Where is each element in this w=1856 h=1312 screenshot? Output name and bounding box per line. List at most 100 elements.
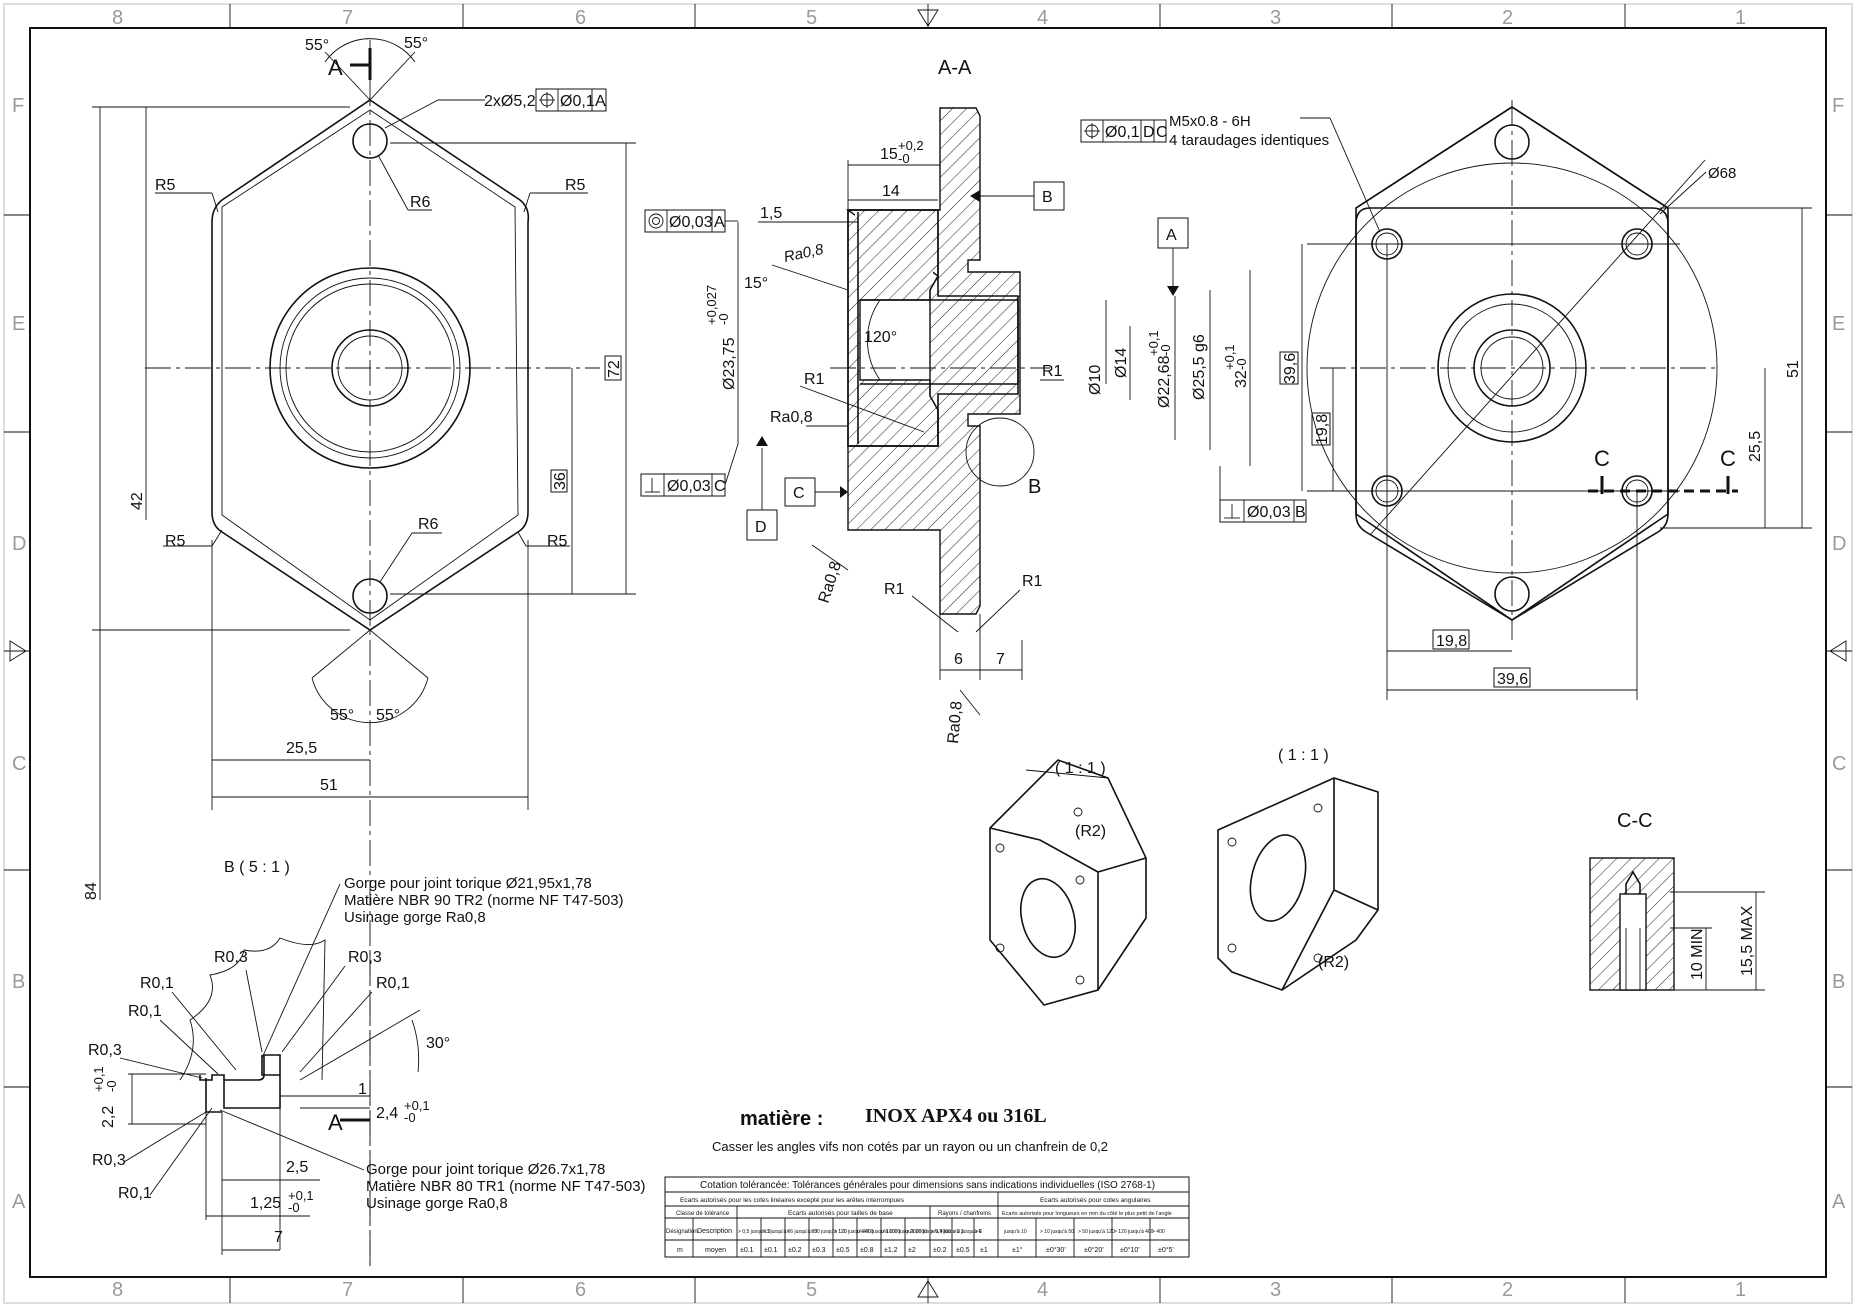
range-headers: > 0,5 jusqu'à 3 > 3 jusqu'à 6 > 6 jusqu'… [738, 1229, 1165, 1235]
cell: ±0.2 [788, 1247, 802, 1254]
col-label: 3 [1270, 1279, 1281, 1301]
material-block: matière : INOX APX4 ou 316L Casser les a… [712, 1105, 1108, 1154]
note-line: Usinage gorge Ra0,8 [366, 1195, 508, 1212]
col-label: 8 [112, 1279, 123, 1301]
dim-39-6: 39,6 [1497, 671, 1528, 688]
tol-up: +0,2 [898, 138, 924, 153]
section-marker-a: A [328, 55, 343, 80]
tolerance-table: Cotation tolérancée: Tolérances générale… [664, 1176, 1190, 1258]
dim-19-8: 19,8 [1314, 414, 1331, 445]
range-header: jusqu'à 10 [1003, 1229, 1027, 1235]
range-header: > 6 jusqu'à 30 [786, 1229, 817, 1235]
perpendicularity-tolerance: Ø0,03 [1247, 504, 1291, 521]
row-label: B [12, 971, 25, 993]
cell: ±1.2 [884, 1247, 898, 1254]
table-subheader: Ecarts autorisés pour cotes angulaires [1040, 1197, 1151, 1204]
radius-r2: (R2) [1318, 954, 1349, 971]
col-label: 3 [1270, 7, 1281, 29]
radius-label: R0,1 [118, 1185, 152, 1202]
range-header: > 400 [1152, 1229, 1165, 1235]
note-line: Usinage gorge Ra0,8 [344, 909, 486, 926]
perpendicularity-tolerance: Ø0,03 [667, 478, 711, 495]
dim-19-8: 19,8 [1436, 633, 1467, 650]
detail-title: B ( 5 : 1 ) [224, 859, 290, 876]
detail-label: B [1028, 476, 1041, 498]
thread-callout: M5x0.8 - 6H [1169, 113, 1251, 130]
section-marker-a: A [328, 1110, 343, 1135]
section-aa: A-A 15 +0,2 -0 14 1,5 Ra0,8 15° 120° R1 … [640, 57, 1307, 744]
material-value: INOX APX4 ou 316L [865, 1105, 1047, 1127]
detail-b-circle [965, 417, 1035, 487]
radius-label: R0,3 [214, 949, 248, 966]
table-row: m moyen ±0.1 ±0.1 ±0.2 ±0.3 ±0.5 ±0.8 ±1… [677, 1246, 1174, 1254]
dim-84: 84 [83, 882, 100, 900]
dim-25-5: 25,5 [1747, 431, 1764, 462]
cell: ±0.3 [812, 1247, 826, 1254]
dim-36: 36 [552, 472, 569, 490]
dim-1: 1 [358, 1081, 367, 1098]
dim-7: 7 [996, 651, 1005, 668]
row-label: A [1832, 1191, 1846, 1213]
dim-1-25: 1,25 [250, 1195, 281, 1212]
col-label: 4 [1037, 7, 1048, 29]
table-header: Ecarts autorisés pour longueurs en mm du… [1002, 1211, 1172, 1217]
material-label: matière : [740, 1108, 823, 1130]
table-header: Classe de tolérance [676, 1211, 730, 1217]
angle-30: 30° [426, 1035, 450, 1052]
datum-ref: D [1143, 124, 1155, 141]
dia-68: Ø68 [1708, 165, 1736, 182]
dim-15-5-max: 15,5 MAX [1739, 905, 1756, 976]
cell: ±0.5 [956, 1247, 970, 1254]
datum-c: C [793, 485, 805, 502]
col-label: 7 [342, 1279, 353, 1301]
dim-6: 6 [954, 651, 963, 668]
dim-2-5: 2,5 [286, 1159, 308, 1176]
col-label: 8 [112, 7, 123, 29]
sheet-frame: 8 7 6 5 4 3 2 1 8 7 6 5 4 3 2 1 F E D C … [3, 3, 1853, 1304]
dim-32: 32 [1233, 370, 1250, 388]
table-header: Ecarts autorisés pour tailles de base [788, 1210, 893, 1217]
cell: ±0°30' [1046, 1246, 1066, 1254]
radius-r2: (R2) [1075, 823, 1106, 840]
tol-dn: -0 [716, 313, 731, 325]
angle-label: 55° [404, 35, 428, 52]
detail-b: B ( 5 : 1 ) A Gorge pour joint torique Ø… [88, 859, 646, 1270]
roughness: Ra0,8 [770, 409, 813, 426]
dim-7: 7 [274, 1229, 283, 1246]
datum-ref: B [1295, 504, 1306, 521]
radius-r1: R1 [884, 581, 905, 598]
radius-label: R0,1 [376, 975, 410, 992]
dim-51: 51 [320, 777, 338, 794]
range-header: > 50 jusqu'à 120 [1078, 1229, 1115, 1235]
table-title: Cotation tolérancée: Tolérances générale… [700, 1180, 1155, 1191]
tol-up: +0,027 [704, 285, 719, 325]
edge-note: Casser les angles vifs non cotés par un … [712, 1139, 1108, 1154]
roughness: Ra0,8 [782, 241, 825, 266]
radius-label: R5 [547, 533, 568, 550]
note-line: Gorge pour joint torique Ø21,95x1,78 [344, 875, 592, 892]
tol-up: +0,1 [1222, 344, 1237, 370]
dim-14: 14 [882, 183, 900, 200]
tol-dn: -0 [1234, 358, 1249, 370]
dim-15: 15 [880, 146, 898, 163]
cell: ±2 [908, 1247, 916, 1254]
range-header: > 6 [975, 1229, 982, 1235]
concentricity-tolerance: Ø0,03 [669, 214, 713, 231]
dim-10-min: 10 MIN [1689, 928, 1706, 980]
range-header: > 30 jusqu'à 120 [810, 1229, 847, 1235]
note-top: Gorge pour joint torique Ø21,95x1,78 Mat… [261, 875, 624, 1059]
datum-a: A [1166, 227, 1177, 244]
dia-10: Ø10 [1087, 365, 1104, 395]
col-label: 4 [1037, 1279, 1048, 1301]
range-header: > 10 jusqu'à 50 [1040, 1229, 1074, 1235]
range-header: > 2000 jusqu'à 4000 [906, 1229, 951, 1235]
tol-dn: -0 [1158, 344, 1173, 356]
dim-42: 42 [129, 492, 146, 510]
thread-note: 4 taraudages identiques [1169, 132, 1329, 149]
cell: ±0.1 [764, 1247, 778, 1254]
note-line: Matière NBR 80 TR1 (norme NF T47-503) [366, 1178, 646, 1195]
roughness: Ra0,8 [816, 559, 845, 605]
datum-ref: A [595, 93, 606, 110]
range-header: > 3 jusqu'à 6 [762, 1229, 791, 1235]
